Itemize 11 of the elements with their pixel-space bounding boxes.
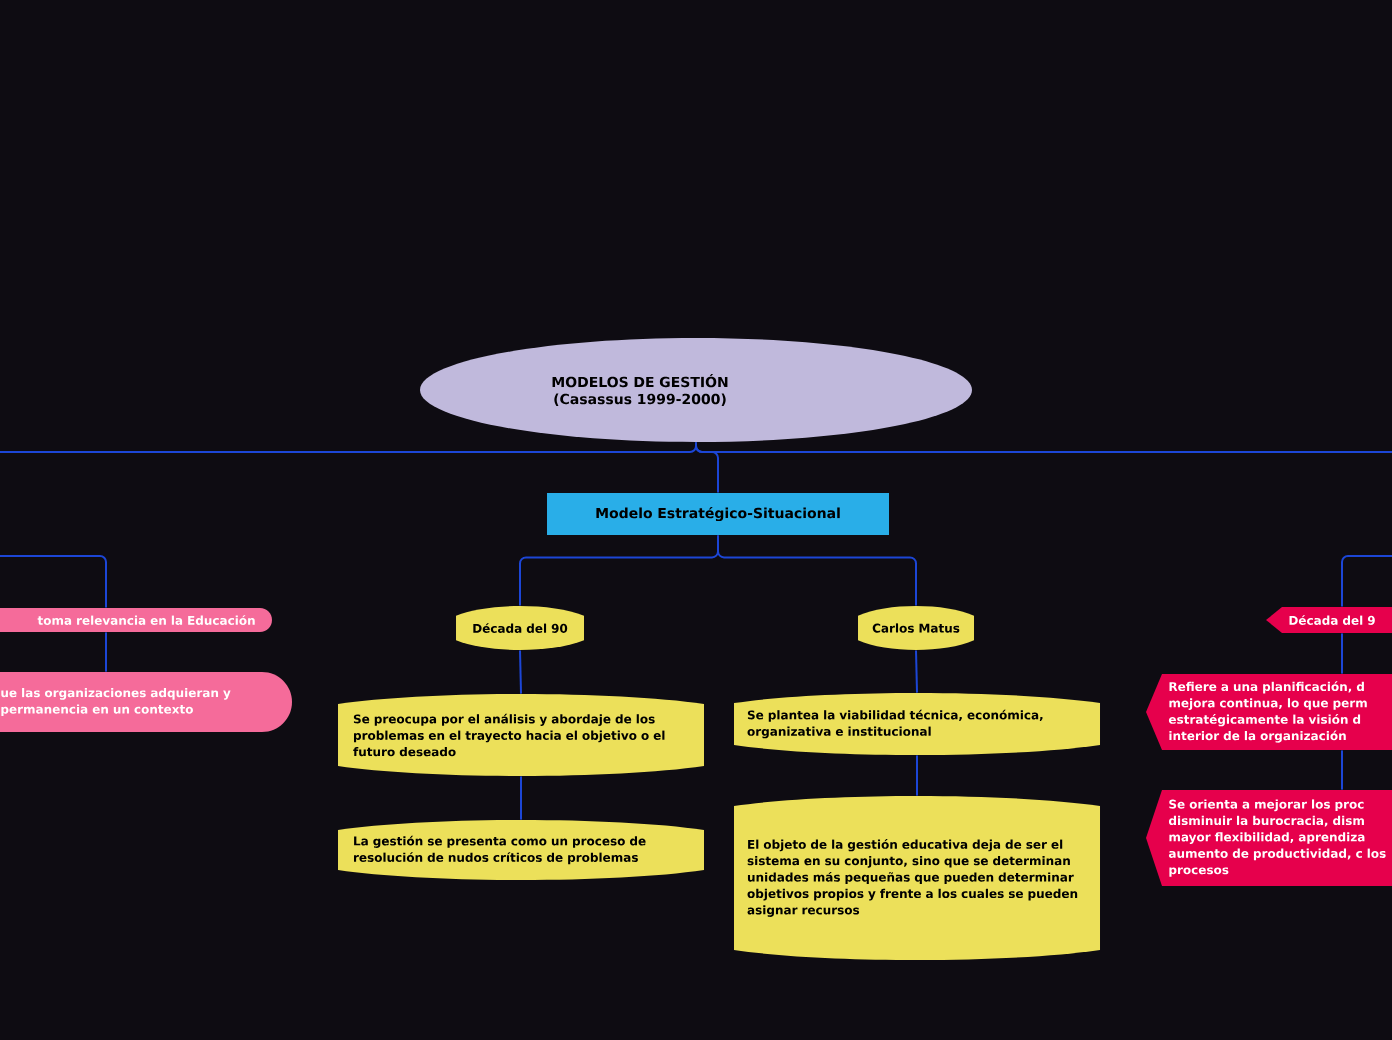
connector-line	[915, 649, 918, 694]
connector-line	[520, 775, 522, 821]
connector-line	[1341, 632, 1343, 675]
connector-line	[695, 441, 1392, 453]
connector-line	[519, 649, 522, 695]
connector-line	[0, 555, 107, 609]
connector-line	[1341, 749, 1343, 791]
connector-line	[105, 631, 107, 673]
connector-line	[916, 754, 918, 797]
connector-line	[717, 534, 917, 607]
connector-line	[1341, 555, 1392, 608]
